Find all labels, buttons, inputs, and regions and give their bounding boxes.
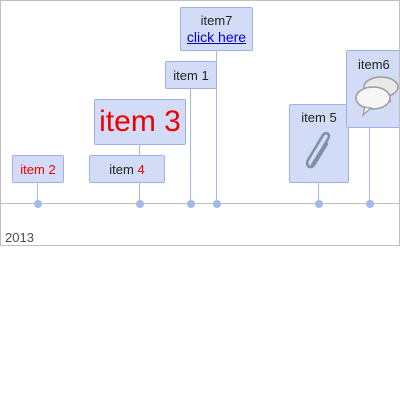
connector-line-item1 xyxy=(190,89,191,203)
timeline: item 2 item 3 item 4 item 1 item7 click … xyxy=(0,0,400,246)
item3-label: item 3 xyxy=(99,105,181,138)
timeline-item-item6[interactable]: item6 xyxy=(346,50,399,128)
timeline-item-item3[interactable]: item 3 xyxy=(94,99,186,145)
timeline-item-item4[interactable]: item 4 xyxy=(89,155,165,183)
timeline-item-item5[interactable]: item 5 xyxy=(289,104,349,183)
connector-line-item2 xyxy=(37,183,38,203)
timeline-item-item7[interactable]: item7 click here xyxy=(180,7,253,51)
item6-label: item6 xyxy=(358,57,390,72)
item2-label: item 2 xyxy=(20,162,56,177)
timeline-item-item1[interactable]: item 1 xyxy=(165,61,217,89)
item5-label: item 5 xyxy=(301,110,337,125)
timeline-dot-item2[interactable] xyxy=(34,200,42,208)
timeline-dot-item1[interactable] xyxy=(187,200,195,208)
connector-line-item7 xyxy=(216,51,217,203)
year-label: 2013 xyxy=(5,230,34,245)
timeline-dot-item5[interactable] xyxy=(315,200,323,208)
speech-bubbles-icon xyxy=(351,71,399,123)
timeline-item-item2[interactable]: item 2 xyxy=(12,155,64,183)
paperclip-icon xyxy=(300,127,338,175)
connector-line-item6 xyxy=(369,128,370,203)
item1-label: item 1 xyxy=(173,68,209,83)
timeline-axis xyxy=(1,203,399,204)
timeline-dot-item4[interactable] xyxy=(136,200,144,208)
timeline-dot-item7[interactable] xyxy=(213,200,221,208)
item4-label-number: 4 xyxy=(137,162,145,177)
item7-link[interactable]: click here xyxy=(186,29,247,45)
item4-label-prefix: item xyxy=(109,162,138,177)
connector-line-item5 xyxy=(318,183,319,203)
item7-label: item7 xyxy=(200,13,233,28)
timeline-dot-item6[interactable] xyxy=(366,200,374,208)
